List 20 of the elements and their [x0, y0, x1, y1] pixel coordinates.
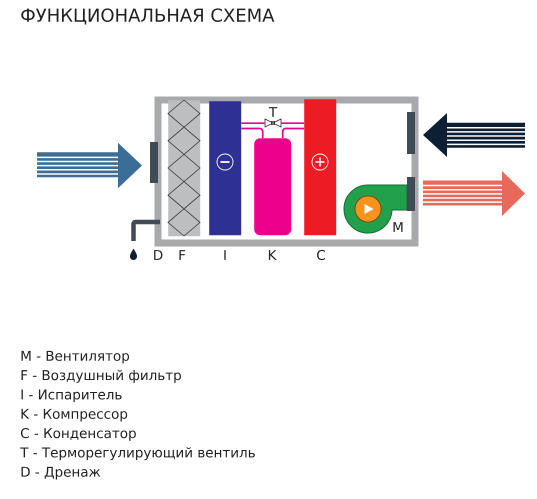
pipe — [281, 122, 304, 124]
callout-letter: C — [317, 250, 325, 260]
title: ФУНКЦИОНАЛЬНАЯ СХЕМА — [21, 8, 274, 25]
legend-text: D - Дренаж — [22, 466, 100, 480]
legend-text: F - Воздушный фильтр — [22, 370, 181, 383]
callout-letter: T — [268, 107, 278, 117]
legend-text: K - Компрессор — [22, 408, 128, 422]
legend-text: I - Испаритель — [22, 390, 122, 402]
legend-text: T - Терморегулирующий вентиль — [20, 447, 255, 460]
callout-letter: M — [394, 222, 403, 232]
callout-letter: I — [224, 250, 226, 260]
legend-text: M - Вентилятор — [22, 350, 130, 364]
unit-housing — [154, 96, 418, 246]
pipe — [241, 128, 264, 138]
callout-letter: F — [179, 250, 186, 260]
legend-text: C - Конденсатор — [20, 428, 136, 441]
pipe — [282, 128, 304, 138]
callout-letter: D — [154, 250, 162, 260]
pipe — [241, 122, 265, 124]
callout-letter: K — [268, 250, 277, 260]
